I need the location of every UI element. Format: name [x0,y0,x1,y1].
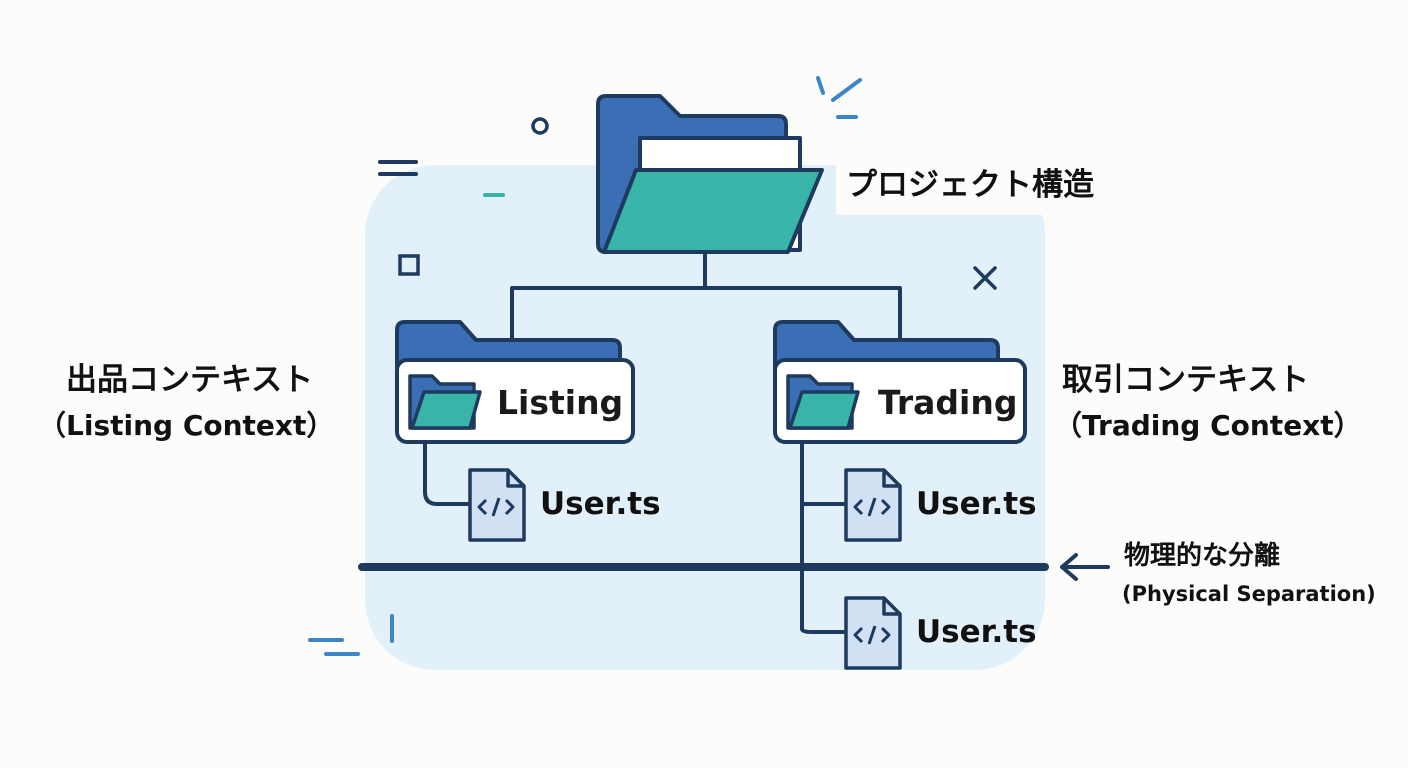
listing-file-label: User.ts [540,486,661,522]
backdrop-panel [365,165,1045,670]
separation-sublabel: (Physical Separation) [1122,582,1376,606]
listing-file-icon [468,468,526,542]
root-label-bg [836,160,1136,215]
trading-file-icon-upper [844,468,902,542]
arrow-left-icon [1060,553,1110,581]
root-folder-icon [596,94,824,254]
listing-folder-icon [408,374,482,430]
root-label: プロジェクト構造 [846,167,1094,203]
trading-file-label-lower: User.ts [916,614,1037,650]
listing-box-label: Listing [497,383,624,422]
trading-file-icon-lower [844,596,902,670]
trading-context-subtitle: （Trading Context） [1054,409,1362,442]
separation-label: 物理的な分離 [1124,541,1281,571]
listing-context-subtitle: （Listing Context） [38,409,335,442]
trading-context-title: 取引コンテキスト [1062,362,1310,398]
decorative-marks [308,76,997,656]
listing-context-title: 出品コンテキスト [66,362,314,398]
tree-connectors [423,252,902,634]
trading-box-label: Trading [878,383,1018,422]
trading-folder-icon [786,374,860,430]
trading-file-label-upper: User.ts [916,486,1037,522]
